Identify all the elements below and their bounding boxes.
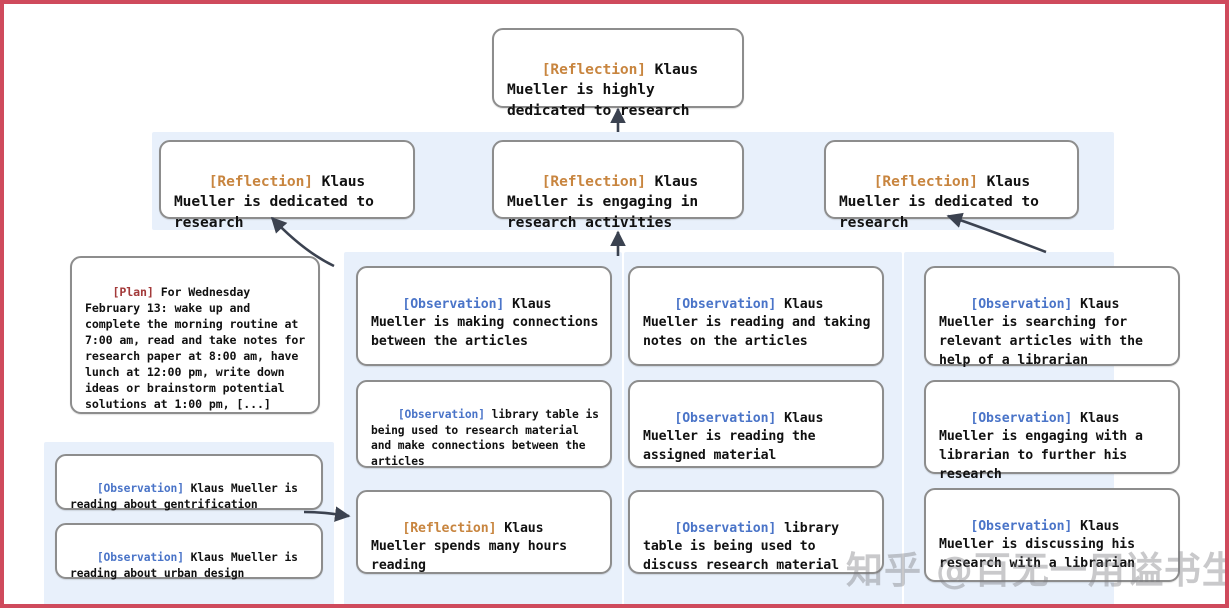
node-obs-library-table-connections[interactable]: [Observation] library table is being use… <box>356 380 612 468</box>
node-text: For Wednesday February 13: wake up and c… <box>85 284 313 411</box>
node-tag: [Observation] <box>970 518 1073 534</box>
node-root-reflection[interactable]: [Reflection] Klaus Mueller is highly ded… <box>492 28 744 119</box>
node-text: library table is being used to discuss r… <box>643 520 847 574</box>
node-tag: [Reflection] <box>541 172 646 190</box>
node-obs-urban-design[interactable]: [Observation] Klaus Mueller is reading a… <box>55 523 323 580</box>
node-reflection-center[interactable]: [Reflection] Klaus Mueller is engaging i… <box>492 140 744 231</box>
node-tag: [Reflection] <box>208 172 313 190</box>
node-text: Klaus Mueller is reading about urban des… <box>70 550 305 580</box>
node-obs-taking-notes[interactable]: [Observation] Klaus Mueller is reading a… <box>628 266 884 366</box>
node-tag: [Observation] <box>674 410 777 426</box>
node-text: Klaus Mueller is engaging with a librari… <box>939 410 1151 482</box>
node-plan[interactable]: [Plan] For Wednesday February 13: wake u… <box>70 256 320 414</box>
node-obs-connections[interactable]: [Observation] Klaus Mueller is making co… <box>356 266 612 366</box>
node-text: Klaus Mueller is reading the assigned ma… <box>643 410 832 464</box>
node-text: library table is being used to research … <box>371 407 606 469</box>
node-text: Klaus Mueller is dedicated to research <box>174 172 383 232</box>
node-tag: [Observation] <box>970 296 1073 312</box>
node-reflection-left[interactable]: [Reflection] Klaus Mueller is dedicated … <box>159 140 415 231</box>
node-obs-discussing-research[interactable]: [Observation] Klaus Mueller is discussin… <box>924 488 1180 582</box>
node-tag: [Observation] <box>96 550 184 564</box>
node-obs-engaging-librarian[interactable]: [Observation] Klaus Mueller is engaging … <box>924 380 1180 482</box>
node-obs-assigned-material[interactable]: [Observation] Klaus Mueller is reading t… <box>628 380 884 468</box>
node-text: Klaus Mueller is making connections betw… <box>371 296 607 350</box>
node-tag: [Observation] <box>970 410 1073 426</box>
node-text: Klaus Mueller is discussing his research… <box>939 518 1143 572</box>
node-text: Klaus Mueller is highly dedicated to res… <box>507 60 707 120</box>
node-text: Klaus Mueller is engaging in research ac… <box>507 172 707 232</box>
node-reflection-hours-reading[interactable]: [Reflection] Klaus Mueller spends many h… <box>356 490 612 574</box>
node-obs-searching-articles[interactable]: [Observation] Klaus Mueller is searching… <box>924 266 1180 368</box>
node-obs-library-table-discuss[interactable]: [Observation] library table is being use… <box>628 490 884 574</box>
node-text: Klaus Mueller is searching for relevant … <box>939 296 1151 368</box>
node-tag: [Reflection] <box>402 520 497 536</box>
node-reflection-right[interactable]: [Reflection] Klaus Mueller is dedicated … <box>824 140 1079 231</box>
node-tag: [Reflection] <box>873 172 978 190</box>
node-tag: [Observation] <box>397 407 485 421</box>
node-text: Klaus Mueller is dedicated to research <box>839 172 1048 232</box>
node-text: Klaus Mueller spends many hours reading <box>371 520 575 574</box>
node-tag: [Observation] <box>674 296 777 312</box>
node-tag: [Observation] <box>402 296 505 312</box>
node-tag: [Reflection] <box>541 60 646 78</box>
node-tag: [Observation] <box>674 520 777 536</box>
node-tag: [Plan] <box>112 284 154 299</box>
node-text: Klaus Mueller is reading about gentrific… <box>70 481 305 511</box>
node-obs-gentrification[interactable]: [Observation] Klaus Mueller is reading a… <box>55 454 323 511</box>
node-tag: [Observation] <box>96 481 184 495</box>
node-text: Klaus Mueller is reading and taking note… <box>643 296 879 350</box>
